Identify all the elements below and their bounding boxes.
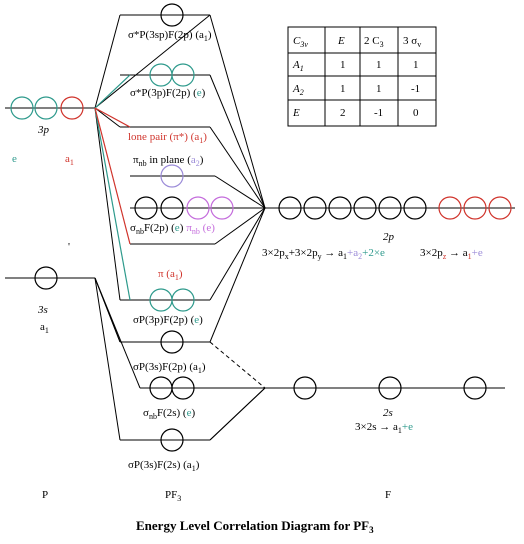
p-3s-a1-label: a1 bbox=[40, 321, 49, 335]
table-header-group: C3v bbox=[293, 35, 308, 49]
f-2p-label: 2p bbox=[383, 231, 395, 243]
f-2s-orbital bbox=[378, 376, 402, 400]
p-3s-orbital bbox=[34, 266, 58, 290]
mo-pi-nb-e-orbital bbox=[186, 196, 210, 220]
table-cell: 1 bbox=[376, 59, 382, 71]
mo-label-4: πnb in plane (a2) bbox=[133, 154, 204, 168]
correlation-lines bbox=[5, 14, 515, 441]
character-table-text: C3v E 2 C3 3 σv A1 1 1 1 A2 1 1 -1 E 2 -… bbox=[292, 35, 421, 119]
table-cell: -1 bbox=[411, 83, 420, 95]
table-cell: 1 bbox=[376, 83, 382, 95]
table-row-label: E bbox=[292, 107, 300, 119]
mo-pi-nb-a2-orbital bbox=[160, 164, 184, 188]
table-cell: 1 bbox=[340, 83, 346, 95]
f-2p-orbital bbox=[328, 196, 352, 220]
character-table-grid bbox=[287, 26, 437, 127]
f-2s-orbital bbox=[463, 376, 487, 400]
mo-pi-nb-e-orbital bbox=[210, 196, 234, 220]
f-2s-label: 2s bbox=[383, 407, 393, 419]
mo-sigma-e-orbital bbox=[171, 288, 195, 312]
column-label-pf3: PF3 bbox=[165, 489, 181, 503]
f-2p-orbital bbox=[353, 196, 377, 220]
table-row-label: A2 bbox=[292, 83, 304, 97]
f-2p-orbital bbox=[403, 196, 427, 220]
f-2p-orbital bbox=[303, 196, 327, 220]
diagram-caption: Energy Level Correlation Diagram for PF3 bbox=[136, 518, 374, 535]
mo-sigma-nb-e-orbital bbox=[171, 376, 195, 400]
mo-labels: σ*P(3sp)F(2p) (a1) σ*P(3p)F(2p) (e) lone… bbox=[128, 29, 215, 473]
f-2pz-orbital bbox=[488, 196, 512, 220]
mo-label-1: σ*P(3sp)F(2p) (a1) bbox=[128, 29, 212, 43]
f-2s-orbital bbox=[293, 376, 317, 400]
f-2pz-combination: 3×2pz → a1+e bbox=[420, 247, 483, 261]
mo-sigma-3s-2s-orbital bbox=[160, 428, 184, 452]
p-3p-label: 3p bbox=[37, 124, 50, 136]
f-2p-combination: 3×2px+3×2py → a1+a2+2×e bbox=[262, 247, 385, 261]
colored-correlation-lines bbox=[94, 74, 131, 301]
column-label-f: F bbox=[385, 489, 391, 501]
mo-label-8: σP(3s)F(2p) (a1) bbox=[133, 361, 206, 375]
mo-nb-orbital bbox=[160, 196, 184, 220]
f-atom-labels: 2p 3×2px+3×2py → a1+a2+2×e 3×2pz → a1+e … bbox=[262, 231, 483, 435]
table-cell: 2 bbox=[340, 107, 346, 119]
f-2pz-orbital bbox=[438, 196, 462, 220]
mo-label-3: lone pair (π*) (a1) bbox=[128, 131, 207, 145]
mo-label-9: σnbF(2s) (e) bbox=[143, 407, 195, 421]
column-labels: P PF3 F bbox=[42, 489, 391, 503]
f-2s-combination: 3×2s → a1+e bbox=[355, 421, 413, 435]
f-2p-orbital bbox=[378, 196, 402, 220]
table-cell: 0 bbox=[413, 107, 419, 119]
f-2p-orbital bbox=[278, 196, 302, 220]
character-table: C3v E 2 C3 3 σv A1 1 1 1 A2 1 1 -1 E 2 -… bbox=[287, 26, 437, 127]
p-3s-label: 3s bbox=[37, 304, 48, 316]
mo-label-2: σ*P(3p)F(2p) (e) bbox=[130, 87, 206, 99]
table-cell: 1 bbox=[340, 59, 346, 71]
table-cell: 1 bbox=[413, 59, 419, 71]
table-row-label: A1 bbox=[292, 59, 304, 73]
mo-label-6: π (a1) bbox=[158, 268, 183, 282]
mo-sigma-a1-orbital bbox=[160, 330, 184, 354]
f-2pz-orbital bbox=[463, 196, 487, 220]
p-mark: ' bbox=[68, 241, 70, 253]
p-3p-e-label: e bbox=[12, 153, 17, 165]
mo-label-7: σP(3p)F(2p) (e) bbox=[133, 314, 203, 326]
column-label-p: P bbox=[42, 489, 48, 501]
p-3p-e-orbital bbox=[10, 96, 34, 120]
mo-sigma-star-e-orbital bbox=[171, 63, 195, 87]
table-header-e: E bbox=[337, 35, 345, 47]
mo-sigma-star-a1-orbital bbox=[160, 3, 184, 27]
table-header-sigma: 3 σv bbox=[403, 35, 421, 49]
p-atom-labels: 3p e a1 ' 3s a1 bbox=[12, 124, 74, 335]
table-header-c3: 2 C3 bbox=[364, 35, 384, 49]
table-cell: -1 bbox=[374, 107, 383, 119]
mo-label-5: σnbF(2p) (e)πnb (e) bbox=[130, 222, 215, 236]
mo-label-10: σP(3s)F(2s) (a1) bbox=[128, 459, 200, 473]
orbital-circles bbox=[10, 3, 512, 452]
mo-nb-orbital bbox=[134, 196, 158, 220]
p-3p-a1-label: a1 bbox=[65, 153, 74, 167]
p-3p-e-orbital bbox=[34, 96, 58, 120]
p-3p-a1-orbital bbox=[60, 96, 84, 120]
